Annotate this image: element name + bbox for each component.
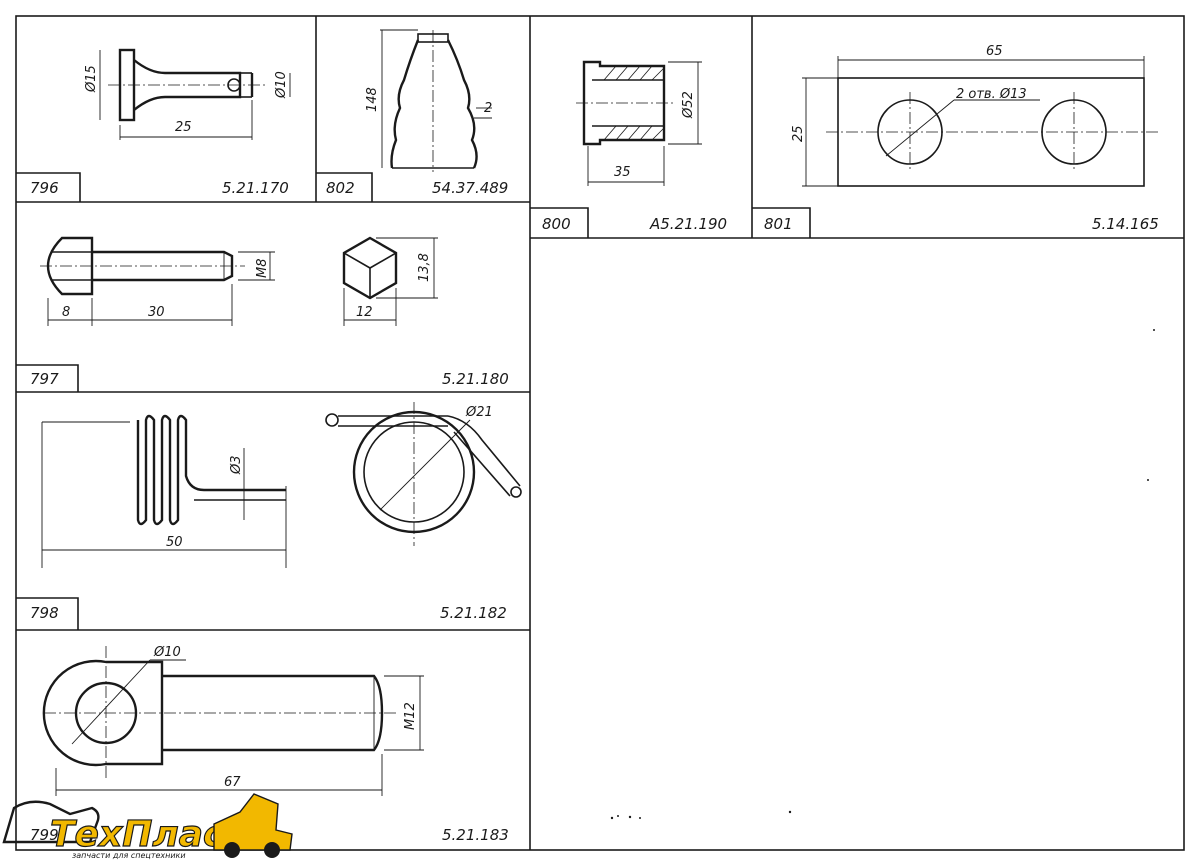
- part-801-dim-2: 2 отв. Ø13: [956, 87, 1027, 102]
- part-800-dim-0: Ø52: [681, 91, 696, 119]
- loader-wheel-icon: [264, 842, 280, 858]
- part-797-drawing: M8 8 30 13,8 12: [40, 236, 438, 326]
- part-800-drawing: Ø52 35: [576, 60, 702, 186]
- part-799-code: 5.21.183: [442, 826, 509, 844]
- part-797-dim-4: 12: [356, 305, 373, 320]
- part-796-code: 5.21.170: [222, 179, 289, 197]
- part-801-number: 801: [764, 215, 793, 233]
- part-796-dim-1: Ø10: [274, 71, 289, 99]
- watermark-tagline: запчасти для спецтехники: [72, 851, 186, 860]
- part-798-number: 798: [30, 604, 59, 622]
- part-797-dim-2: 30: [148, 305, 165, 320]
- part-800-hatch: [603, 65, 665, 141]
- part-801-code: 5.14.165: [1092, 215, 1159, 233]
- part-797-code: 5.21.180: [442, 370, 509, 388]
- loader-wheel-icon: [224, 842, 240, 858]
- part-797-dim-0: M8: [255, 259, 270, 279]
- cell-grid: [15, 15, 1185, 851]
- part-800-number: 800: [542, 215, 571, 233]
- excavator-icon: [2, 800, 100, 844]
- part-800-code: A5.21.190: [649, 215, 727, 233]
- part-796-drawing: Ø15 Ø10 25: [84, 48, 291, 140]
- part-799-number: 799: [30, 826, 59, 844]
- part-798-dim-2: Ø21: [465, 405, 493, 420]
- part-801-dim-1: 25: [791, 125, 806, 142]
- part-802-code: 54.37.489: [432, 179, 508, 197]
- scan-specks: [610, 329, 1155, 820]
- part-799-drawing: Ø10 M12 67: [42, 645, 424, 796]
- part-798-dim-1: 50: [166, 535, 183, 550]
- part-799-dim-0: Ø10: [153, 645, 181, 660]
- part-802-drawing: 148 2: [365, 29, 492, 172]
- part-796-dim-0: Ø15: [84, 65, 99, 93]
- part-801-dim-0: 65: [986, 44, 1003, 59]
- part-797-dim-1: 8: [62, 305, 70, 320]
- part-801-drawing: 65 25 2 отв. Ø13: [791, 44, 1158, 187]
- part-796-dim-2: 25: [175, 120, 192, 135]
- part-798-dim-0: Ø3: [229, 455, 244, 475]
- watermark-logo: ТехПласт запчасти для спецтехники: [2, 793, 293, 860]
- part-799-dim-2: 67: [224, 775, 241, 790]
- part-798-drawing: Ø3 50 Ø21: [41, 402, 522, 568]
- part-802-dim-1: 2: [484, 101, 492, 116]
- part-797-dim-3: 13,8: [417, 253, 432, 282]
- part-800-dim-1: 35: [614, 165, 631, 180]
- part-802-number: 802: [326, 179, 355, 197]
- part-799-dim-1: M12: [403, 702, 418, 730]
- part-797-number: 797: [30, 370, 59, 388]
- part-796-number: 796: [30, 179, 59, 197]
- part-802-dim-0: 148: [365, 87, 380, 112]
- loader-icon: [213, 793, 293, 851]
- part-798-code: 5.21.182: [440, 604, 507, 622]
